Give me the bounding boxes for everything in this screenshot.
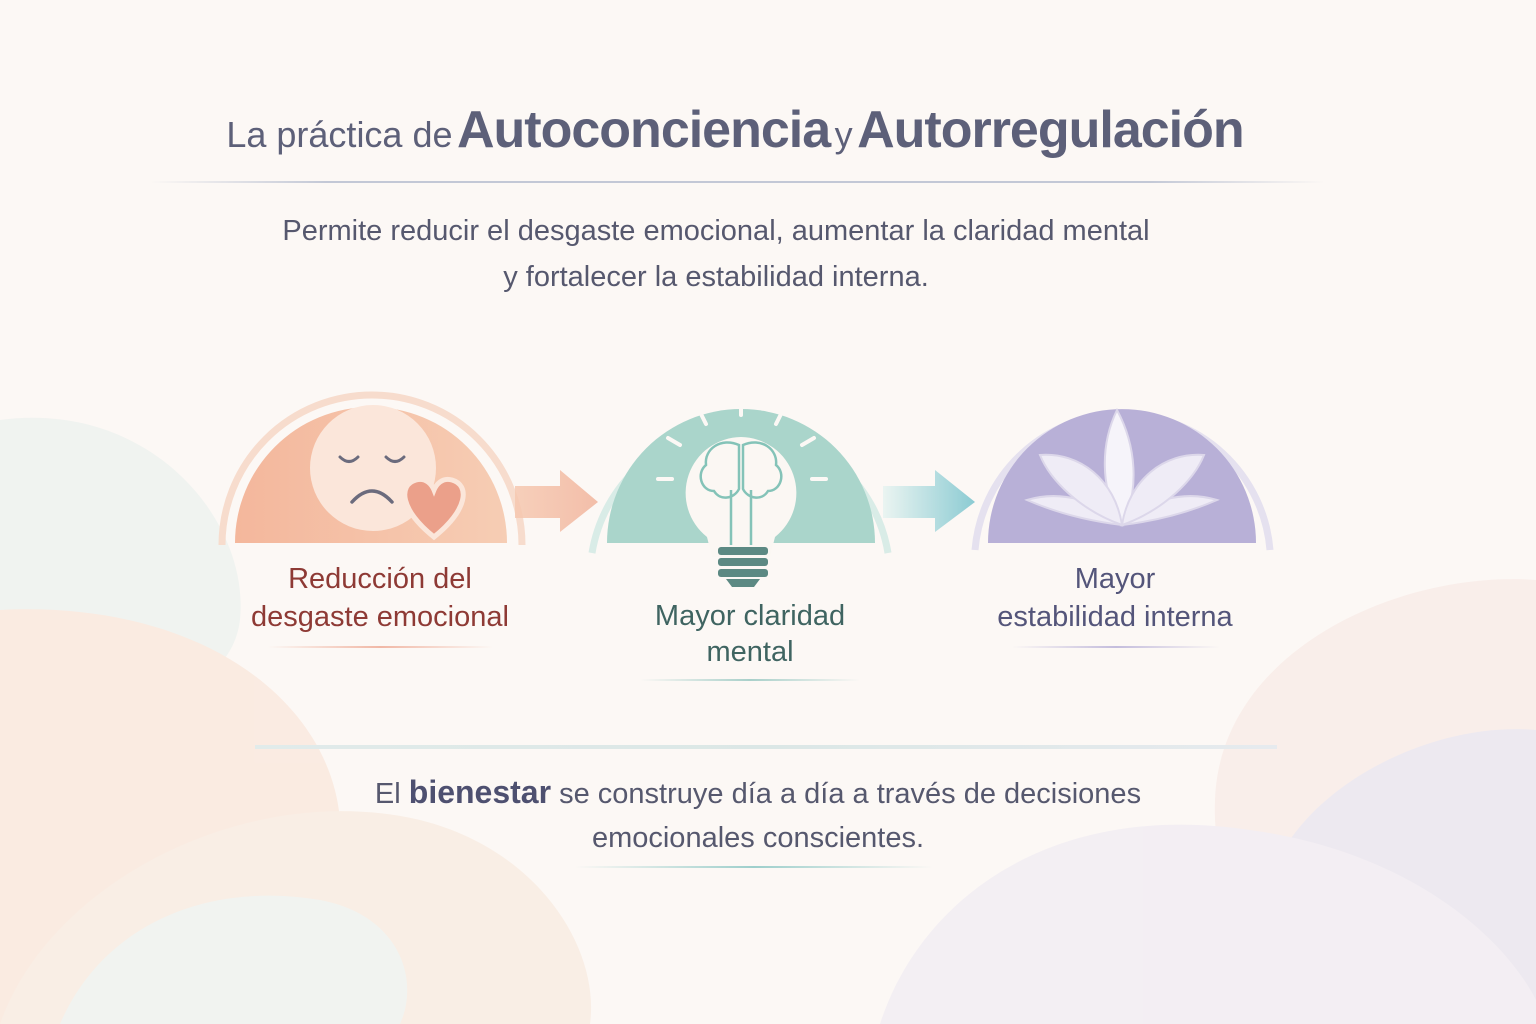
sad-face-heart-icon [310, 405, 466, 541]
title-joiner: y [834, 114, 853, 155]
title-term2: Autorregulación [857, 101, 1245, 159]
title-term1: Autoconciencia [456, 101, 831, 159]
step-1-label-line1: Reducción del [288, 563, 472, 595]
steps-diagram [218, 391, 1274, 587]
step-3-label-line1: Mayor [1074, 563, 1156, 595]
step-3-badge [971, 407, 1274, 551]
page-title: La práctica de Autoconciencia y Autorreg… [0, 100, 1470, 160]
title-divider [150, 181, 1325, 183]
arrow-1 [515, 470, 598, 532]
step-2-badge [588, 400, 892, 587]
lotus-icon [1024, 407, 1220, 528]
step-2-label-line1: Mayor claridad [654, 600, 846, 632]
lightbulb-brain-icon [656, 400, 828, 481]
step-2-label-line2: mental [706, 636, 794, 668]
step-1-label: Reducción del desgaste emocional [220, 560, 540, 636]
footer-line2: emocionales conscientes. [591, 822, 925, 854]
step-1-badge [218, 391, 526, 546]
footer-bold: bienestar [408, 774, 552, 810]
subtitle-line2: y fortalecer la estabilidad interna. [503, 261, 929, 293]
footer-pre: El [374, 778, 401, 810]
step-3-label-line2: estabilidad interna [997, 601, 1233, 633]
footer-line1: El bienestar se construye día a día a tr… [0, 770, 1516, 816]
title-prefix: La práctica de [226, 114, 453, 155]
footer-message: El bienestar se construye día a día a tr… [0, 770, 1516, 860]
step-2-label: Mayor claridad mental [590, 598, 910, 670]
step-1-label-line2: desgaste emocional [251, 601, 509, 633]
subtitle-line1: Permite reducir el desgaste emocional, a… [282, 215, 1150, 247]
footer-post: se construye día a día a través de decis… [559, 778, 1142, 810]
step-3-label: Mayor estabilidad interna [955, 560, 1275, 636]
step-1-underline [268, 646, 493, 648]
step-2-underline [640, 679, 860, 681]
step-3-underline [1012, 646, 1220, 648]
subtitle: Permite reducir el desgaste emocional, a… [0, 208, 1432, 300]
footer-underline [575, 866, 933, 868]
arrow-2 [883, 470, 975, 532]
footer-divider [255, 745, 1277, 749]
